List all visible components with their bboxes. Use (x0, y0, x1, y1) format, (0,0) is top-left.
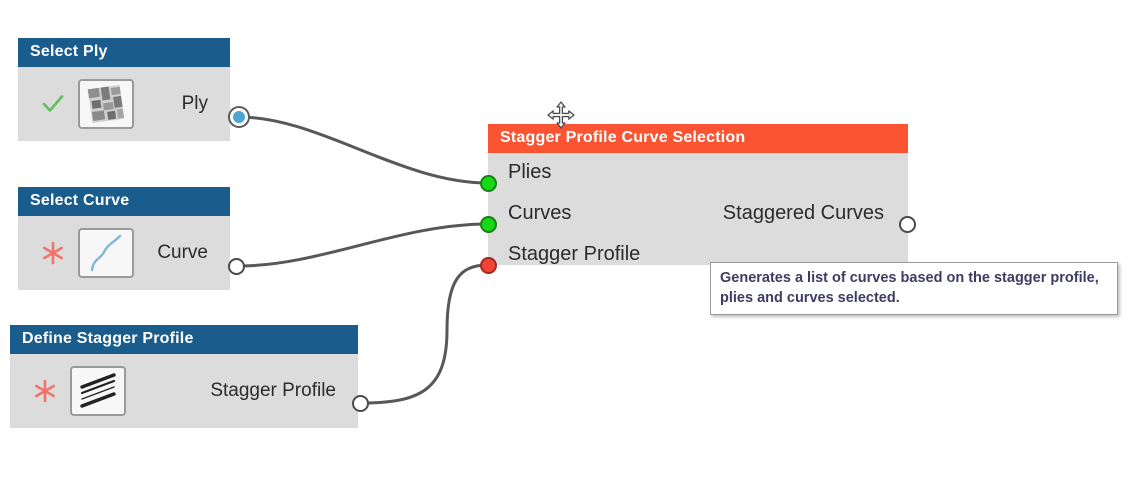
tooltip-node-description: Generates a list of curves based on the … (710, 262, 1118, 315)
port-row-curves: Curves Staggered Curves (488, 194, 908, 232)
tooltip-line-2: plies and curves selected. (720, 290, 900, 306)
input-port-plies[interactable] (480, 175, 497, 192)
node-body-select-curve: Curve (18, 216, 230, 290)
output-label-curve: Curve (157, 242, 208, 263)
asterisk-icon (32, 378, 58, 404)
output-port-curve[interactable] (228, 258, 245, 275)
output-port-ply[interactable] (230, 108, 248, 126)
curve-icon (78, 228, 134, 278)
output-label-staggered-curves: Staggered Curves (722, 201, 884, 224)
node-title-select-ply: Select Ply (18, 38, 230, 67)
output-label-stagger-profile: Stagger Profile (210, 380, 336, 401)
node-stagger-profile-curve-selection[interactable]: Stagger Profile Curve Selection Plies Cu… (488, 124, 908, 265)
node-title-select-curve: Select Curve (18, 187, 230, 216)
wire-curve-to-curves (237, 222, 490, 268)
input-port-curves[interactable] (480, 216, 497, 233)
node-title-define-stagger-profile: Define Stagger Profile (10, 325, 358, 354)
move-cursor-icon (546, 100, 576, 130)
node-select-curve[interactable]: Select Curve Curve (18, 187, 230, 290)
node-title-stagger-profile-curve-selection: Stagger Profile Curve Selection (488, 124, 908, 153)
output-label-ply: Ply (181, 93, 208, 114)
input-label-plies: Plies (508, 160, 552, 183)
port-row-plies: Plies (488, 153, 908, 191)
ply-patch-icon (78, 79, 134, 129)
wire-staggerprofile-to-staggerprofile (360, 263, 490, 405)
output-port-stagger-profile[interactable] (352, 395, 369, 412)
wire-ply-to-plies (237, 115, 490, 185)
input-port-stagger-profile[interactable] (480, 257, 497, 274)
check-icon (40, 91, 66, 117)
output-port-staggered-curves[interactable] (899, 216, 916, 233)
stagger-lines-icon (70, 366, 126, 416)
node-body-define-stagger-profile: Stagger Profile (10, 354, 358, 428)
node-define-stagger-profile[interactable]: Define Stagger Profile (10, 325, 358, 428)
tooltip-line-1: Generates a list of curves based on the … (720, 270, 1099, 286)
asterisk-icon (40, 240, 66, 266)
port-row-stagger-profile: Stagger Profile (488, 235, 908, 273)
node-body-stagger-profile-curve-selection: Plies Curves Staggered Curves Stagger Pr… (488, 153, 908, 265)
node-body-select-ply: Ply (18, 67, 230, 141)
input-label-curves: Curves (508, 201, 572, 224)
input-label-stagger-profile: Stagger Profile (508, 242, 641, 265)
node-select-ply[interactable]: Select Ply (18, 38, 230, 141)
